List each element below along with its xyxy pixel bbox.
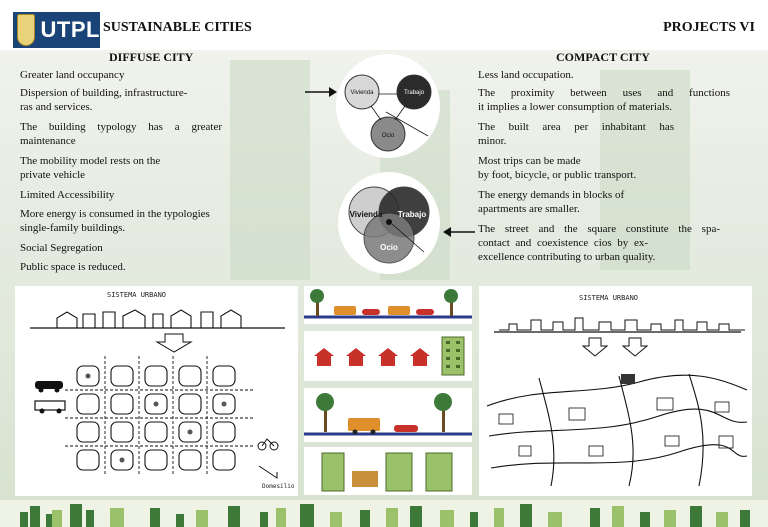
diffuse-line: More energy is consumed in the typologie… bbox=[20, 208, 210, 220]
venn-circle-ocio bbox=[370, 116, 406, 152]
compact-line: contact and coexistence cios by ex- bbox=[478, 237, 648, 249]
compact-line: The energy demands in blocks of bbox=[478, 189, 625, 201]
green-skyline-banner bbox=[0, 500, 768, 527]
sketch-label: SISTEMA URBANO bbox=[107, 291, 166, 299]
house-icon bbox=[352, 471, 378, 487]
projects-label: PROJECTS VI bbox=[663, 20, 755, 35]
venn-diagram-compact: Vivienda Trabajo Ocio bbox=[348, 186, 430, 264]
venn-circle-trabajo bbox=[396, 74, 432, 110]
diffuse-line: Limited Accessibility bbox=[20, 189, 115, 201]
compact-line: by foot, bicycle, or public transport. bbox=[478, 169, 637, 181]
logo-text: UTPL bbox=[40, 17, 100, 42]
venn-diagram-diffuse: Vivienda Trabajo Ocio bbox=[344, 74, 432, 152]
utpl-logo: UTPL bbox=[13, 12, 100, 48]
poster-title: SUSTAINABLE CITIES bbox=[103, 20, 252, 35]
house-icon bbox=[314, 348, 430, 366]
panel-traffic bbox=[304, 286, 472, 324]
car-icon bbox=[334, 306, 434, 315]
diffuse-line: Dispersion of building, infrastructure- bbox=[20, 87, 188, 99]
diffuse-line: Greater land occupancy bbox=[20, 69, 125, 81]
venn-label: Ocio bbox=[382, 133, 395, 139]
arrow-left-icon bbox=[443, 227, 475, 237]
compact-line: The proximity between uses and functions bbox=[478, 87, 730, 99]
panel-apartments bbox=[304, 447, 472, 495]
compact-line: Less land occupation. bbox=[478, 69, 574, 81]
compact-line: apartments are smaller. bbox=[478, 203, 580, 215]
background-building bbox=[230, 60, 310, 280]
diffuse-line: ras and services. bbox=[20, 101, 93, 113]
venn-label: Trabajo bbox=[404, 90, 425, 96]
diffuse-heading: DIFFUSE CITY bbox=[109, 50, 194, 64]
venn-label: Vivienda bbox=[350, 210, 383, 219]
bicycle-icon bbox=[257, 438, 279, 451]
diffuse-line: Public space is reduced. bbox=[20, 261, 126, 273]
compact-line: Most trips can be made bbox=[478, 155, 581, 167]
venn-center-dot bbox=[386, 219, 392, 225]
bus-icon bbox=[348, 418, 380, 435]
tree-icon bbox=[310, 289, 324, 316]
urban-sketch-drawing: SISTEMA URBANO Domesilio bbox=[30, 291, 295, 490]
diffuse-line: The building typology has a greater bbox=[20, 121, 222, 133]
bus-icon bbox=[34, 400, 66, 414]
venn-label: Vivienda bbox=[351, 90, 375, 96]
compact-line: The street and the square constitute the… bbox=[478, 223, 720, 235]
diffuse-line: maintenance bbox=[20, 135, 76, 147]
sketch-corner-label: Domesilio bbox=[262, 483, 295, 490]
diffuse-line: The mobility model rests on the bbox=[20, 155, 161, 167]
venn-circle-ocio bbox=[363, 212, 415, 264]
venn-circle-vivienda bbox=[344, 74, 380, 110]
tree-icon bbox=[434, 393, 452, 432]
apartment-icon bbox=[441, 336, 465, 376]
compact-line: it implies a lower consumption of materi… bbox=[478, 101, 672, 113]
tree-icon bbox=[444, 289, 458, 316]
diffuse-line: single-family buildings. bbox=[20, 222, 126, 234]
car-icon bbox=[35, 381, 63, 393]
compact-heading: COMPACT CITY bbox=[556, 50, 650, 64]
tree-icon bbox=[316, 393, 334, 432]
panel-bus bbox=[304, 388, 472, 442]
compact-line: The built area per inhabitant has bbox=[478, 121, 674, 133]
compact-line: excellence contributing to urban quality… bbox=[478, 251, 656, 263]
arrow-right-icon bbox=[305, 87, 337, 97]
sketch-compact: SISTEMA URBANO bbox=[479, 286, 752, 496]
background-building bbox=[600, 70, 690, 270]
header bbox=[0, 0, 768, 50]
urban-sketch-drawing: SISTEMA URBANO bbox=[486, 294, 748, 487]
seal-icon bbox=[17, 14, 35, 46]
car-icon bbox=[394, 425, 418, 432]
venn-label: Trabajo bbox=[398, 210, 427, 219]
diffuse-line: private vehicle bbox=[20, 169, 86, 181]
sketch-label: SISTEMA URBANO bbox=[579, 294, 638, 302]
sketch-diffuse: SISTEMA URBANO Domesilio bbox=[15, 286, 298, 496]
apartment-icon bbox=[321, 452, 453, 492]
panel-houses bbox=[304, 331, 472, 381]
compact-line: minor. bbox=[478, 135, 507, 147]
venn-label: Ocio bbox=[380, 243, 398, 252]
diffuse-line: Social Segregation bbox=[20, 242, 103, 254]
